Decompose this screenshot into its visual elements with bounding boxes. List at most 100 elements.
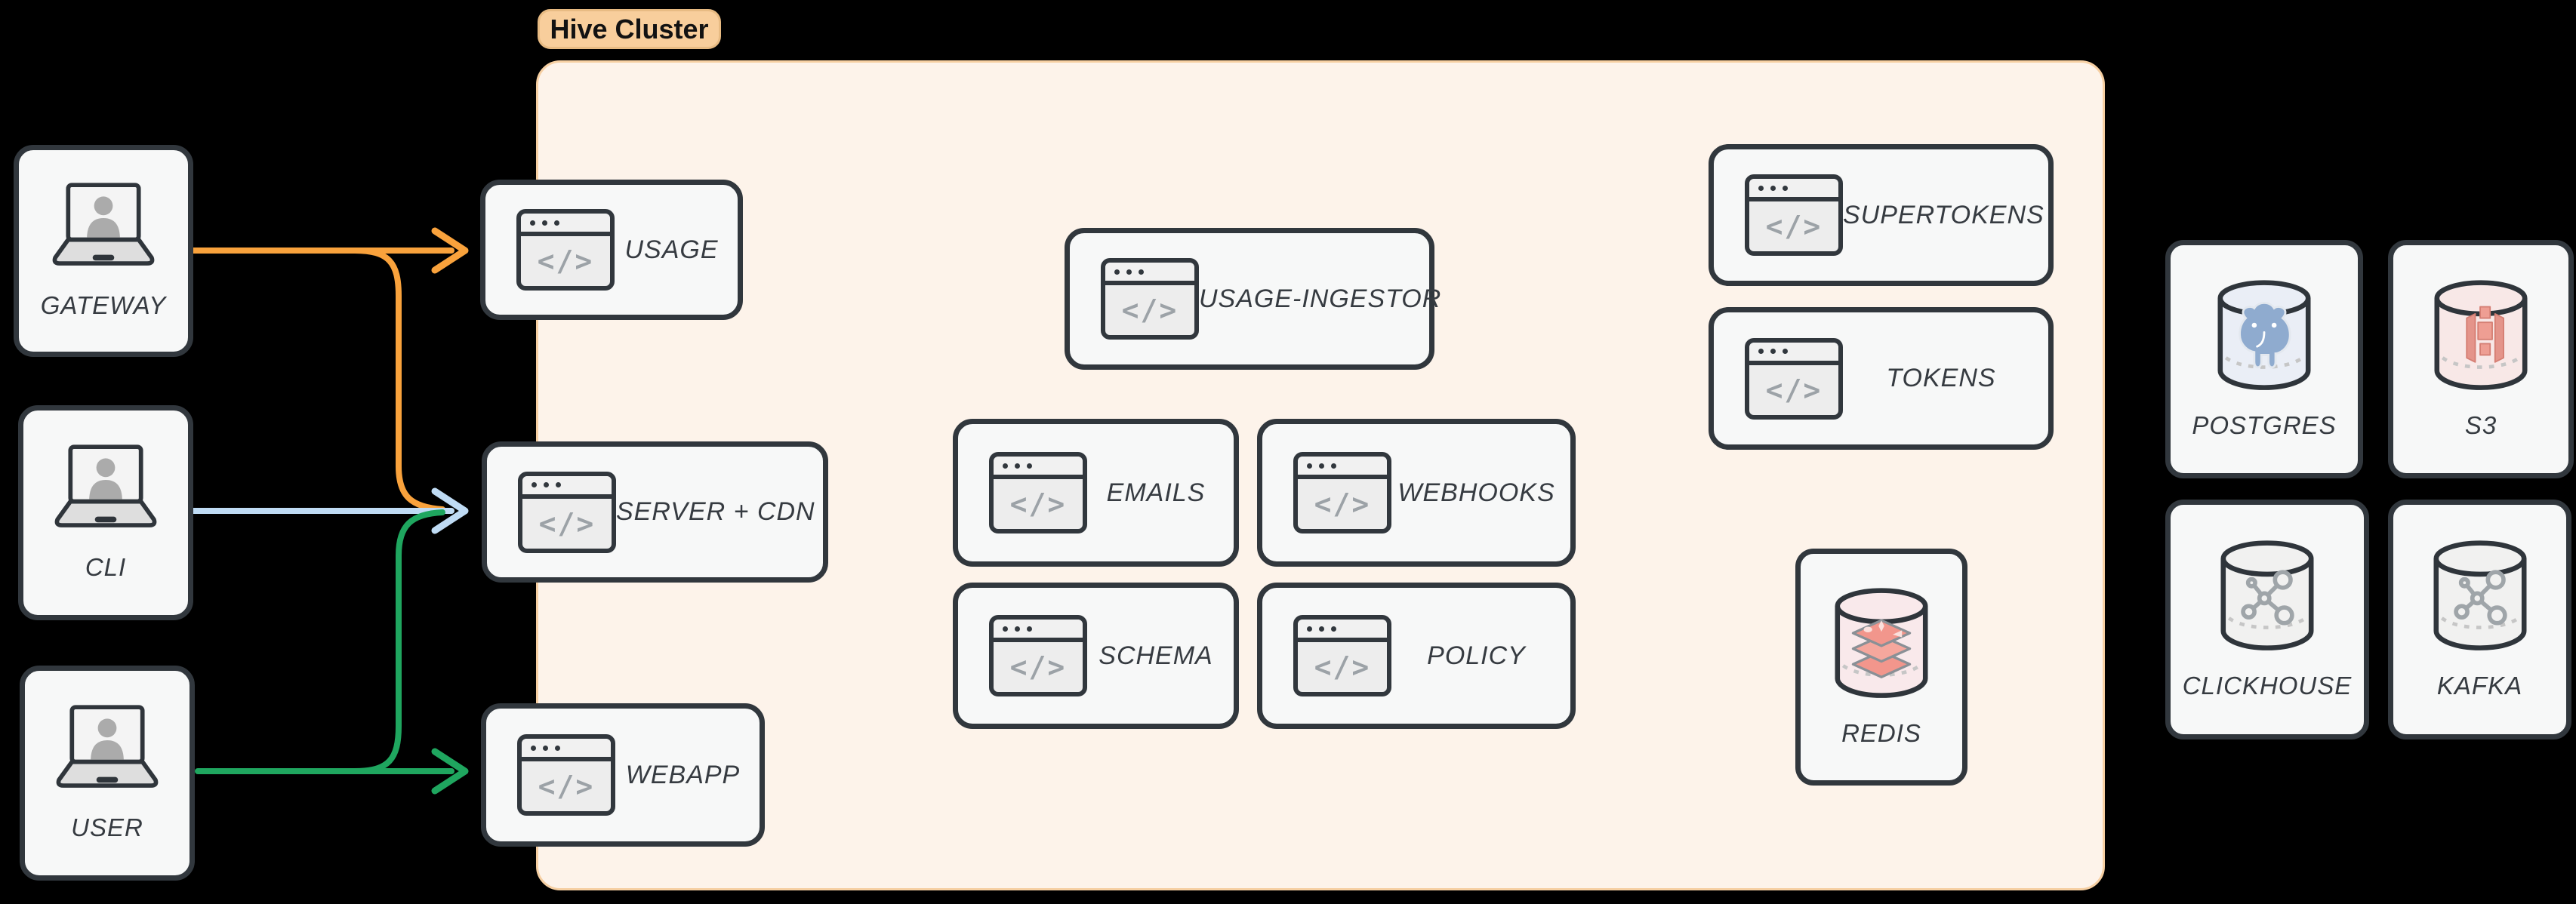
code-window-icon: </> xyxy=(1745,174,1843,256)
code-glyph: </> xyxy=(1009,650,1067,684)
window-dot xyxy=(1783,349,1788,354)
service-node-tokens: </> TOKENS xyxy=(1709,307,2054,450)
client-label-user: USER xyxy=(71,813,143,841)
window-dot xyxy=(532,482,537,487)
window-dot xyxy=(1027,463,1032,469)
datastore-node-postgres: POSTGRES xyxy=(2165,240,2363,478)
window-dot xyxy=(531,745,536,751)
window-dot xyxy=(555,745,560,751)
window-dot xyxy=(1319,463,1324,469)
edge-user-servercdn xyxy=(352,509,445,774)
service-label-schema: SCHEMA xyxy=(1098,641,1213,670)
window-dot xyxy=(1783,185,1788,191)
window-titlebar xyxy=(994,457,1083,479)
code-window-icon: </> xyxy=(1293,452,1391,533)
service-label-usage-ingestor: USAGE-INGESTOR xyxy=(1199,284,1442,313)
laptop-user-icon xyxy=(46,704,168,792)
window-titlebar xyxy=(1749,342,1838,365)
window-titlebar xyxy=(1298,620,1387,642)
service-label-server-cdn: SERVER + CDN xyxy=(616,497,815,526)
code-glyph: </> xyxy=(1765,210,1823,243)
window-dot xyxy=(1319,626,1324,632)
window-dot xyxy=(554,220,559,226)
datastore-node-kafka: KAFKA xyxy=(2388,500,2571,739)
service-label-usage: USAGE xyxy=(624,235,719,264)
code-glyph: </> xyxy=(537,244,594,278)
service-node-supertokens: </> SUPERTOKENS xyxy=(1709,144,2054,286)
service-node-webapp: </> WEBAPP xyxy=(481,703,765,847)
service-node-usage: </> USAGE xyxy=(480,180,743,320)
code-glyph: </> xyxy=(538,770,595,803)
laptop-user-icon xyxy=(45,444,167,532)
code-window-icon: </> xyxy=(516,209,615,291)
window-dot xyxy=(1126,269,1132,275)
service-node-redis: REDIS xyxy=(1795,549,1967,786)
service-node-usage-ingestor: </> USAGE-INGESTOR xyxy=(1065,228,1441,370)
window-titlebar xyxy=(522,739,611,761)
service-node-server-cdn: </> SERVER + CDN xyxy=(482,441,828,583)
edge-gateway-usage-arrowhead xyxy=(431,227,469,274)
edge-gateway-servercdn xyxy=(352,248,445,512)
code-glyph: </> xyxy=(1314,487,1371,521)
window-dot xyxy=(1331,626,1336,632)
window-dot xyxy=(1770,185,1776,191)
window-dot xyxy=(1015,626,1020,632)
code-window-icon: </> xyxy=(989,615,1087,696)
window-dot xyxy=(544,482,549,487)
client-label-gateway: GATEWAY xyxy=(40,291,167,319)
window-dot xyxy=(1114,269,1120,275)
edge-user-webapp-arrowhead xyxy=(431,748,469,795)
window-dot xyxy=(1003,463,1008,469)
service-label-redis: REDIS xyxy=(1841,719,1921,747)
datastore-label-clickhouse: CLICKHOUSE xyxy=(2182,672,2353,700)
code-glyph: </> xyxy=(1314,650,1371,684)
window-titlebar xyxy=(521,214,610,236)
code-window-icon: </> xyxy=(989,452,1087,533)
code-glyph: </> xyxy=(1121,294,1179,327)
window-titlebar xyxy=(1749,179,1838,201)
kafka-broker-icon xyxy=(2430,539,2530,655)
postgres-database-icon xyxy=(2214,278,2314,395)
laptop-user-icon xyxy=(42,182,165,270)
service-node-emails: </> EMAILS xyxy=(953,419,1239,567)
datastore-label-postgres: POSTGRES xyxy=(2192,411,2337,439)
window-dot xyxy=(1758,185,1764,191)
datastore-node-s3: S3 xyxy=(2388,240,2574,478)
datastore-label-s3: S3 xyxy=(2464,411,2497,439)
s3-bucket-icon xyxy=(2431,278,2531,395)
window-dot xyxy=(556,482,561,487)
clickhouse-database-icon xyxy=(2217,539,2317,655)
window-titlebar xyxy=(1298,457,1387,479)
window-dot xyxy=(1770,349,1776,354)
service-label-tokens: TOKENS xyxy=(1886,364,1996,392)
code-window-icon: </> xyxy=(517,734,615,816)
window-dot xyxy=(1331,463,1336,469)
service-node-schema: </> SCHEMA xyxy=(953,583,1239,729)
window-dot xyxy=(1139,269,1144,275)
code-window-icon: </> xyxy=(1101,258,1199,340)
service-node-policy: </> POLICY xyxy=(1257,583,1576,729)
service-label-policy: POLICY xyxy=(1427,641,1526,670)
window-dot xyxy=(542,220,547,226)
window-dot xyxy=(1027,626,1032,632)
service-label-webhooks: WEBHOOKS xyxy=(1397,478,1555,507)
client-node-cli: CLI xyxy=(18,405,193,620)
code-glyph: </> xyxy=(538,506,596,540)
service-node-webhooks: </> WEBHOOKS xyxy=(1257,419,1576,567)
code-window-icon: </> xyxy=(1745,337,1843,420)
service-label-emails: EMAILS xyxy=(1106,478,1206,507)
window-dot xyxy=(1307,463,1312,469)
window-dot xyxy=(530,220,535,226)
client-label-cli: CLI xyxy=(85,553,127,581)
code-glyph: </> xyxy=(1009,487,1067,521)
code-window-icon: </> xyxy=(1293,615,1391,696)
window-dot xyxy=(1758,349,1764,354)
window-dot xyxy=(1307,626,1312,632)
edge-cli-servercdn-arrowhead xyxy=(431,487,469,534)
window-dot xyxy=(1003,626,1008,632)
window-dot xyxy=(1015,463,1020,469)
client-node-gateway: GATEWAY xyxy=(14,145,193,357)
window-dot xyxy=(543,745,548,751)
